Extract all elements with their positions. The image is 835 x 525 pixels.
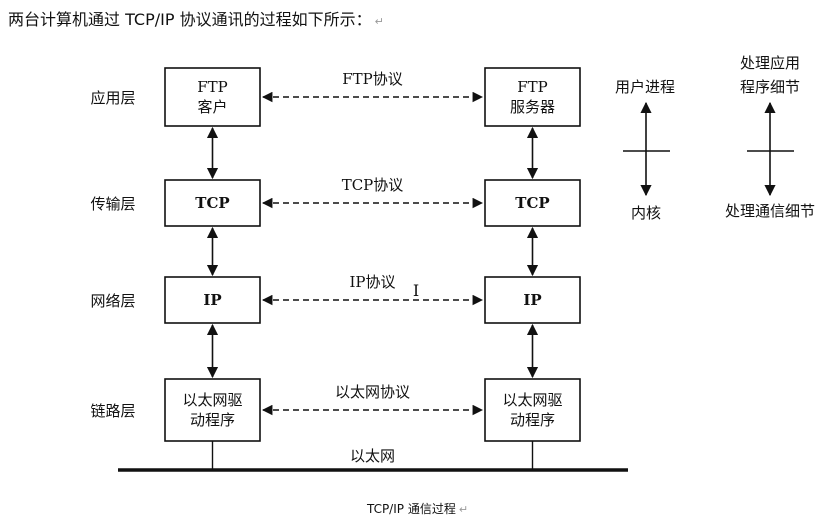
left-box-1-text-0: TCP <box>195 194 229 212</box>
right-box-0-text-0: FTP <box>517 78 548 96</box>
left-box-2-text-0: IP <box>203 291 221 309</box>
right-box-2-text-0: IP <box>523 291 541 309</box>
left-box-0-text-1: 客户 <box>197 98 227 116</box>
left-box-0-text-0: FTP <box>197 78 228 96</box>
network-label: 以太网 <box>350 447 395 465</box>
protocol-label-1: TCP协议 <box>342 176 404 194</box>
intro-text: 两台计算机通过 TCP/IP 协议通讯的过程如下所示：↵ <box>8 6 384 30</box>
right-box-1-text-0: TCP <box>515 194 549 212</box>
right-box-1 <box>484 179 581 227</box>
left-box-1 <box>164 179 261 227</box>
protocol-label-0: FTP协议 <box>342 70 403 88</box>
legend-user-process: 用户进程 <box>615 78 675 96</box>
legend-app-line-0: 处理应用 <box>740 54 800 72</box>
right-box-2 <box>484 276 581 324</box>
left-box-2 <box>164 276 261 324</box>
caption-paragraph-mark: ↵ <box>458 503 469 516</box>
legend-comm-details: 处理通信细节 <box>725 202 815 220</box>
legend-app-line-1: 程序细节 <box>740 78 800 96</box>
paragraph-mark: ↵ <box>374 15 384 28</box>
intro-sentence: 两台计算机通过 TCP/IP 协议通讯的过程如下所示： <box>8 10 372 29</box>
caption-text: TCP/IP 通信过程 <box>366 502 456 516</box>
right-box-0 <box>484 67 581 127</box>
left-box-3-text-0: 以太网驱 <box>182 391 242 409</box>
left-box-0 <box>164 67 261 127</box>
right-box-3-text-1: 动程序 <box>510 411 555 429</box>
protocol-label-3: 以太网协议 <box>335 383 410 401</box>
layer-label-3: 链路层 <box>90 402 135 420</box>
text-cursor-icon: I <box>413 281 419 300</box>
layer-label-2: 网络层 <box>90 292 135 310</box>
figure-caption: TCP/IP 通信过程↵ <box>0 500 835 517</box>
layer-label-1: 传输层 <box>90 195 135 213</box>
legend-kernel: 内核 <box>631 204 661 222</box>
left-box-3-text-1: 动程序 <box>190 411 235 429</box>
right-box-3 <box>484 378 581 442</box>
right-box-3-text-0: 以太网驱 <box>502 391 562 409</box>
layer-label-0: 应用层 <box>90 89 135 107</box>
left-box-3 <box>164 378 261 442</box>
right-box-0-text-1: 服务器 <box>510 98 555 116</box>
protocol-label-2: IP协议 <box>349 273 395 291</box>
